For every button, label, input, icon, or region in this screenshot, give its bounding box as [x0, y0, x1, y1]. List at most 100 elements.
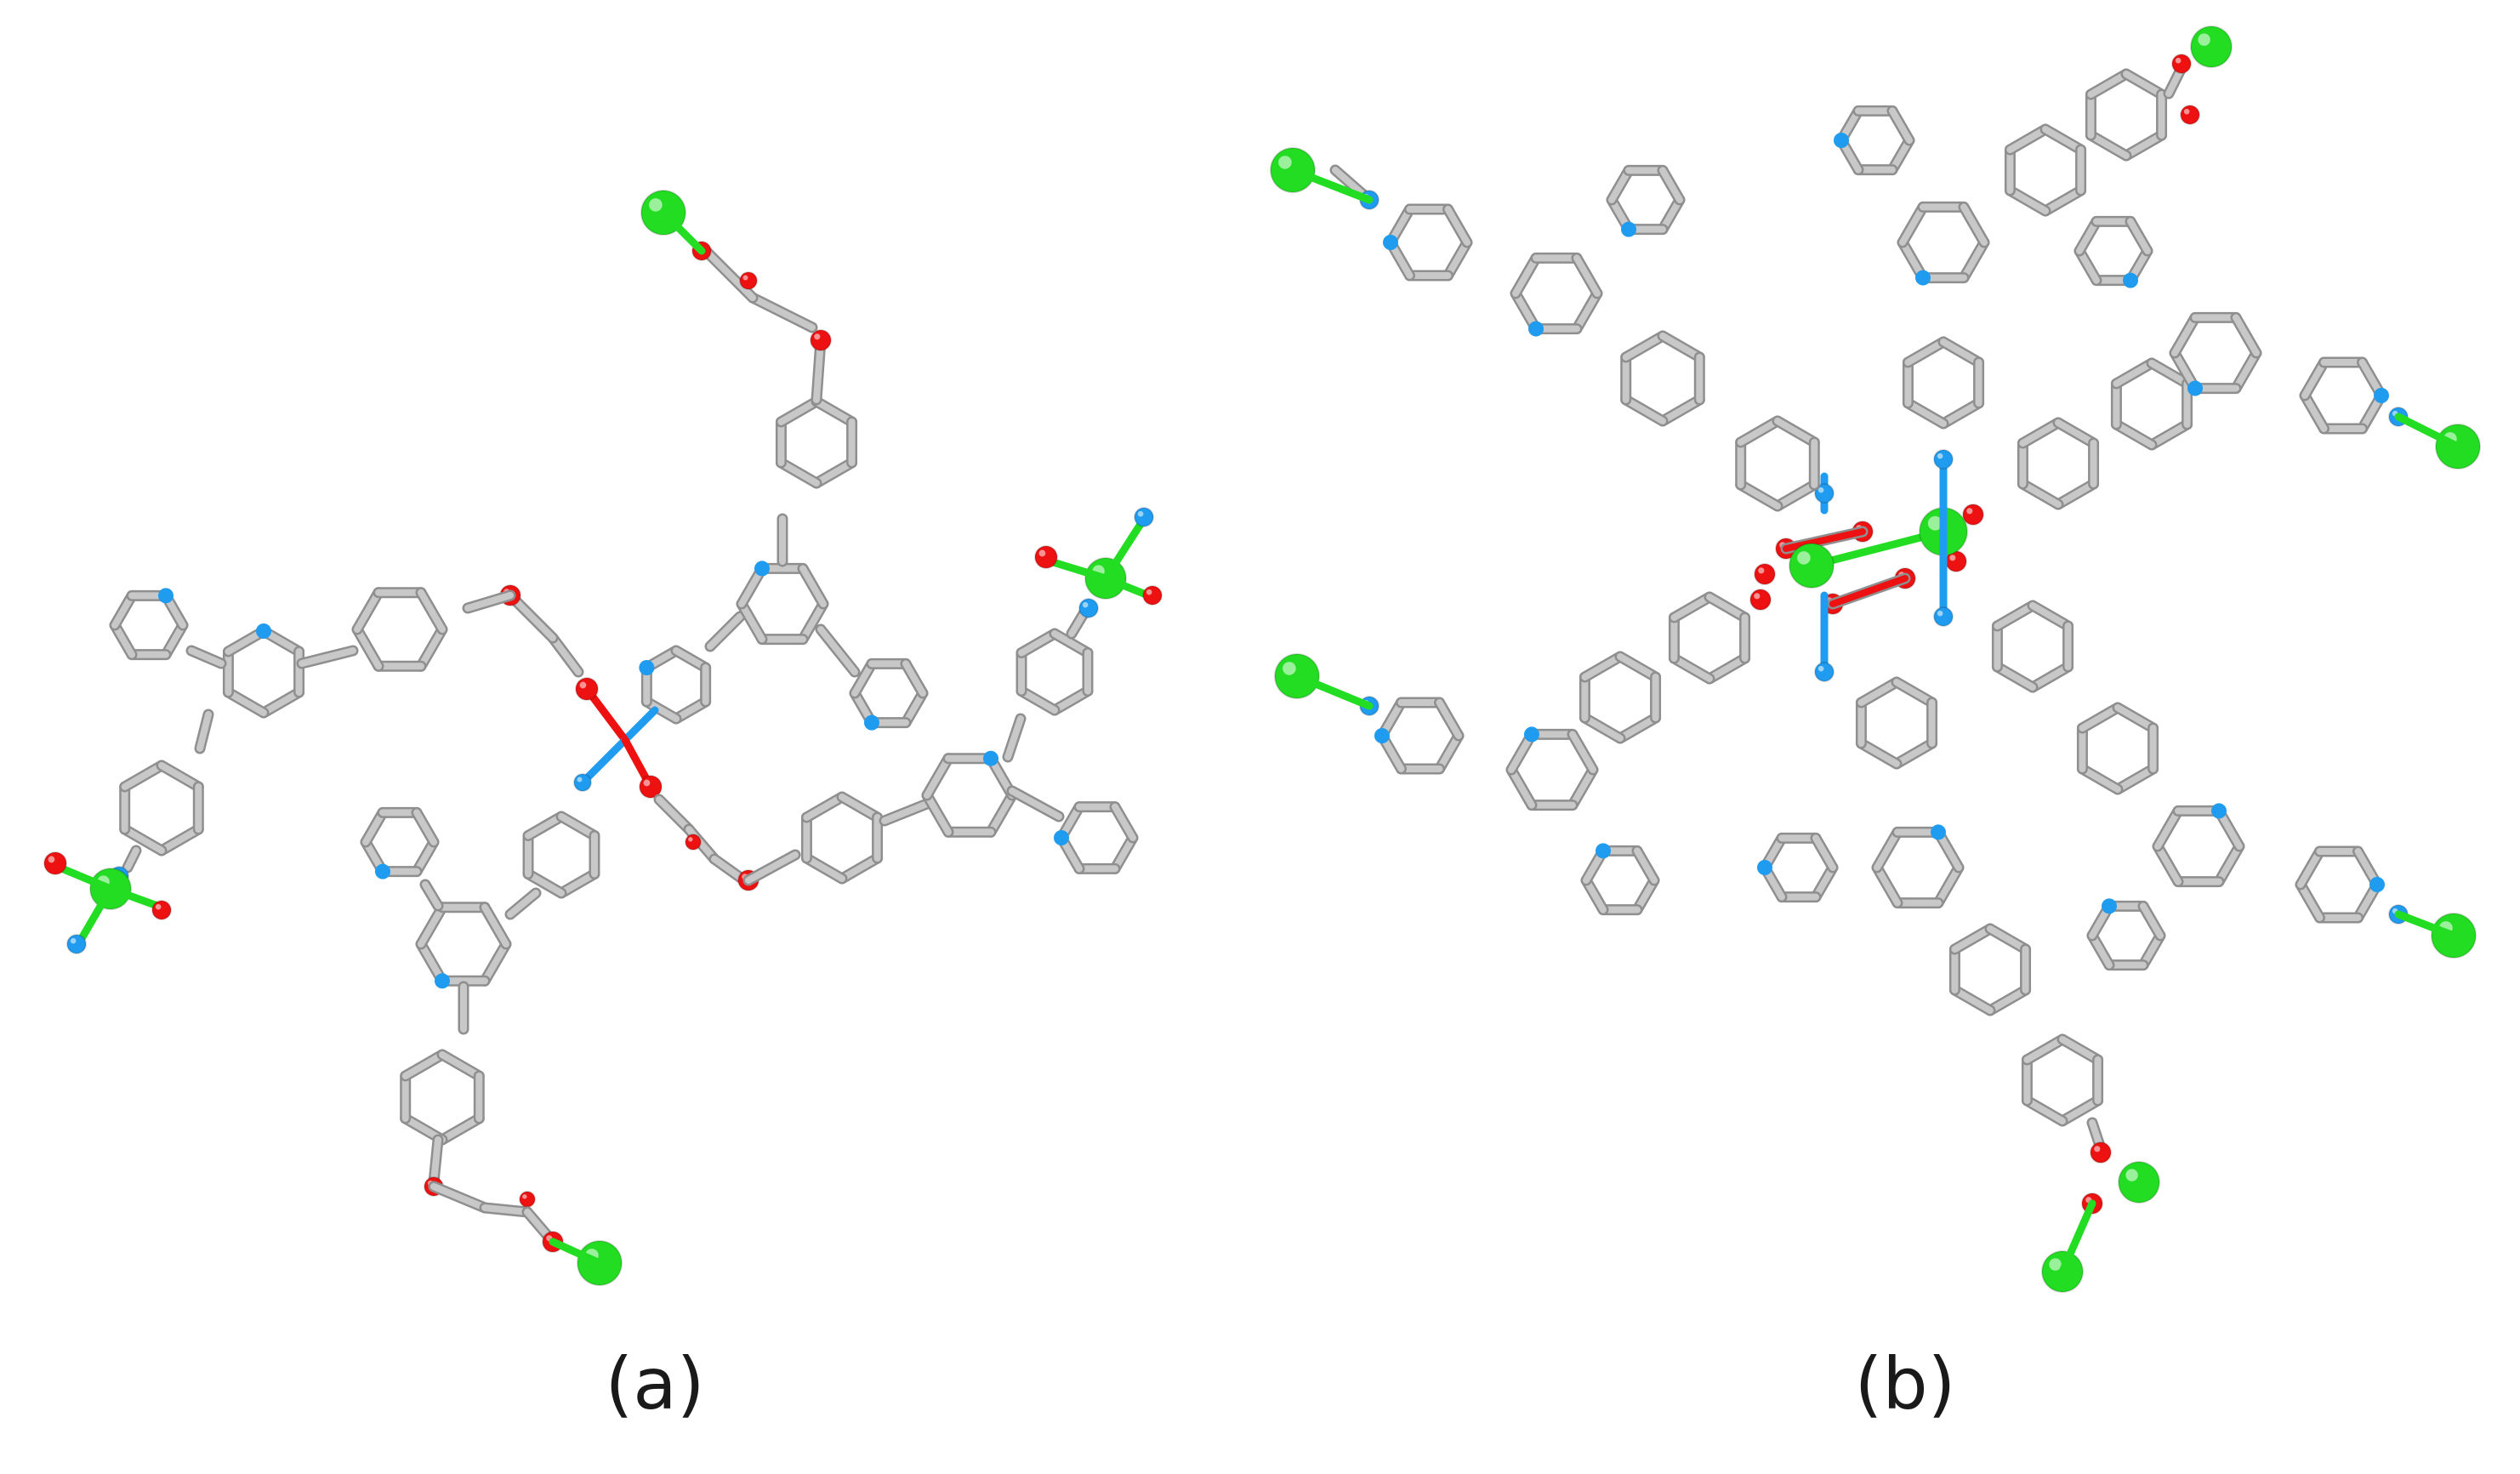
nitrogen-atom: [983, 750, 998, 766]
nitrogen-atom: [2369, 877, 2385, 892]
metal-atom: [1789, 543, 1835, 589]
bond: [799, 600, 827, 643]
oxygen-atom: [810, 329, 832, 351]
bond: [401, 1051, 446, 1079]
nitrogen-atom: [66, 934, 87, 954]
bond: [1444, 206, 1470, 246]
nitrogen-atom: [1814, 662, 1835, 682]
coordination-bond: [55, 863, 115, 893]
bond: [162, 622, 186, 658]
nitrogen-atom-highlight: [1082, 601, 1089, 608]
bond: [439, 1051, 483, 1079]
bond: [2140, 902, 2164, 939]
oxygen-atom: [2090, 1141, 2112, 1164]
bond: [418, 589, 446, 633]
bond: [1994, 602, 2036, 629]
bond: [2148, 360, 2191, 387]
oxygen-atom-highlight: [814, 333, 821, 340]
nitrogen-atom: [1931, 824, 1946, 840]
nitrogen-atom: [256, 623, 271, 639]
bond: [924, 754, 952, 799]
bond: [2114, 765, 2157, 793]
nitrogen-atom-highlight: [577, 777, 583, 783]
bond: [707, 613, 743, 650]
oxygen-atom: [1749, 589, 1772, 611]
oxygen-atom: [575, 677, 599, 701]
panel-a-label: (a): [605, 1342, 705, 1426]
bond: [1706, 594, 1749, 621]
oxygen-atom-highlight: [155, 903, 162, 910]
bond: [803, 855, 845, 882]
bond: [2055, 481, 2097, 508]
bond: [464, 592, 514, 612]
oxygen-atom: [519, 1191, 536, 1208]
bond: [2113, 360, 2155, 387]
bond: [2029, 663, 2072, 691]
bond: [1812, 834, 1836, 871]
bond: [2029, 602, 2072, 629]
bond: [2042, 126, 2085, 153]
metal-atom-highlight: [1927, 515, 1943, 531]
bond: [2055, 419, 2097, 447]
bond: [1951, 987, 1994, 1014]
bond: [1659, 196, 1683, 233]
bond: [481, 941, 509, 985]
bond: [685, 826, 718, 862]
bond: [1581, 653, 1624, 680]
bond: [121, 762, 165, 790]
bond: [1904, 339, 1947, 366]
bond: [1659, 167, 1683, 203]
coordination-bond: [549, 1238, 604, 1267]
bond: [158, 762, 202, 790]
oxygen-atom-highlight: [522, 1194, 527, 1199]
bond: [2023, 1097, 2066, 1124]
bond: [1737, 481, 1781, 509]
bond: [1899, 203, 1926, 246]
coordination-bond: [659, 208, 706, 255]
nitrogen-atom: [375, 863, 390, 879]
bond: [1436, 699, 1462, 739]
nitrogen-atom: [1933, 606, 1954, 627]
bond: [1436, 732, 1462, 772]
bond: [1893, 740, 1936, 767]
bond: [481, 903, 509, 948]
bond: [673, 698, 709, 722]
oxygen-atom-highlight: [1949, 555, 1956, 561]
bond: [2113, 421, 2155, 448]
bond: [1774, 418, 1818, 446]
bond: [703, 248, 756, 301]
bond: [1622, 396, 1666, 424]
oxygen-atom: [1142, 585, 1163, 606]
bond: [430, 1136, 441, 1186]
nitrogen-atom: [2211, 803, 2227, 819]
bond: [2042, 187, 2085, 214]
bond: [1444, 239, 1470, 279]
bond: [1935, 864, 1962, 907]
oxygen-atom-highlight: [1758, 567, 1765, 574]
bond: [158, 826, 202, 854]
metal-atom: [2118, 1161, 2160, 1204]
oxygen-atom-highlight: [1966, 508, 1973, 515]
bond: [2019, 481, 2062, 508]
bond: [2114, 704, 2157, 731]
bond: [1960, 239, 1988, 282]
bond: [1051, 687, 1091, 714]
oxygen-atom-highlight: [579, 681, 587, 689]
bond: [2023, 1036, 2066, 1063]
bond: [2140, 932, 2164, 969]
bond: [2301, 359, 2328, 399]
nitrogen-atom: [1528, 321, 1544, 337]
bond: [738, 600, 765, 643]
coordination-bond: [77, 885, 115, 944]
bond: [2079, 765, 2121, 793]
nitrogen-atom: [639, 660, 655, 675]
bond: [111, 592, 135, 629]
bond: [1018, 687, 1058, 714]
bond: [817, 626, 858, 675]
bond: [260, 689, 303, 716]
nitrogen-atom-highlight: [1817, 665, 1824, 672]
nitrogen-atom: [1524, 726, 1539, 743]
bond: [1987, 925, 2029, 953]
metal-atom-highlight: [1797, 551, 1811, 565]
bond: [987, 792, 1015, 836]
